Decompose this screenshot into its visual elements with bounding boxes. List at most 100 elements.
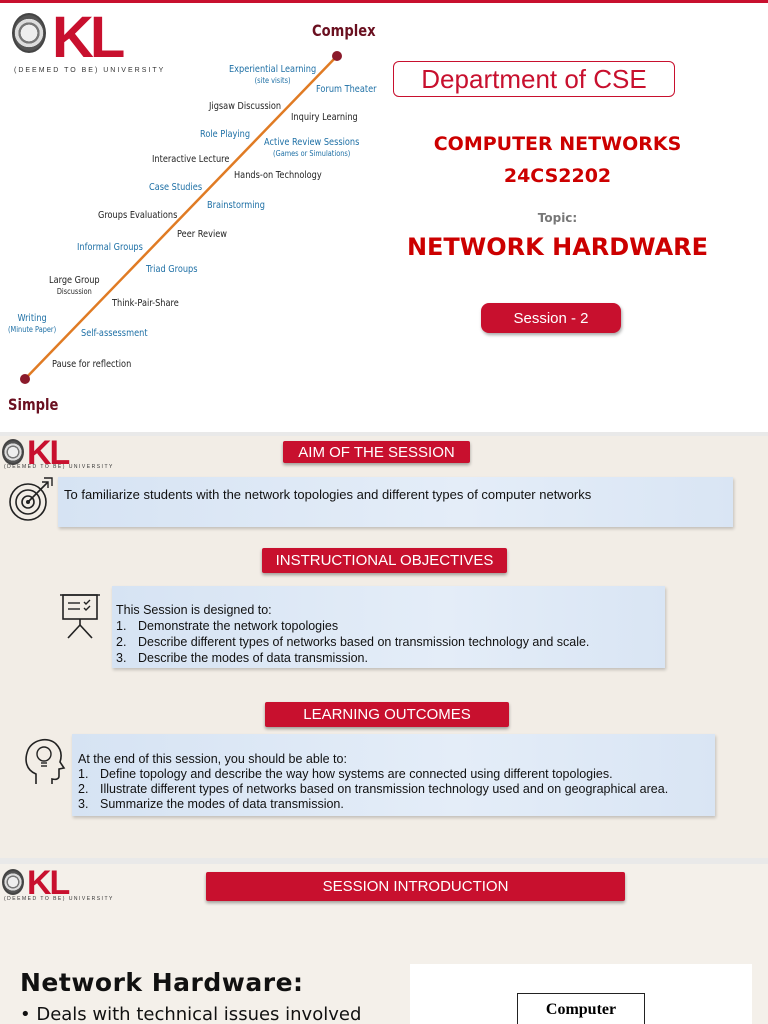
list-item: 2. Describe different types of networks b… xyxy=(116,634,661,650)
ladder-item-label: Inquiry Learning xyxy=(291,112,358,123)
ladder-item: Experiential Learning(site visits) xyxy=(229,64,316,85)
list-item: 1.Demonstrate the network topologies xyxy=(116,618,661,634)
logo-university-text: (DEEMED TO BE) UNIVERSITY xyxy=(14,67,166,74)
aim-banner: AIM OF THE SESSION xyxy=(283,441,470,463)
list-item-number: 1. xyxy=(116,619,127,633)
ladder-item-sublabel: (site visits) xyxy=(254,75,291,85)
ladder-item: Self-assessment xyxy=(81,328,148,340)
department-box: Department of CSE xyxy=(393,61,675,97)
ladder-item-label: Jigsaw Discussion xyxy=(209,101,282,112)
ladder-item: Forum Theater xyxy=(316,84,377,96)
list-item-number: 1. xyxy=(78,767,89,781)
network-hardware-bullet: • Deals with technical issues involved xyxy=(20,1004,362,1024)
ladder-item-sublabel: (Minute Paper) xyxy=(8,324,57,334)
kl-logo-text: KL xyxy=(27,436,70,472)
ladder-item-label: Groups Evaluations xyxy=(98,210,178,221)
ladder-item-label: Peer Review xyxy=(177,229,227,240)
ladder-item: Think-Pair-Share xyxy=(112,298,179,310)
ladder-item: Interactive Lecture xyxy=(152,154,229,166)
list-item-text: Describe the modes of data transmission. xyxy=(138,651,368,665)
aim-text: To familiarize students with the network… xyxy=(64,487,592,502)
session-badge: Session - 2 xyxy=(481,303,621,333)
ladder-item-label: Informal Groups xyxy=(77,242,143,253)
aim-text-box: To familiarize students with the network… xyxy=(58,477,733,527)
list-item-text: Summarize the modes of data transmission… xyxy=(100,797,344,811)
university-seal-icon xyxy=(2,869,24,895)
university-seal-icon xyxy=(2,439,24,465)
list-item-number: 3. xyxy=(78,797,89,811)
list-item-number: 2. xyxy=(78,782,89,796)
list-item-text: Define topology and describe the way how… xyxy=(100,767,613,781)
ladder-item-label: Interactive Lecture xyxy=(152,154,230,165)
course-name: COMPUTER NETWORKS xyxy=(433,133,682,155)
list-item-number: 2. xyxy=(116,635,127,649)
outcomes-banner: LEARNING OUTCOMES xyxy=(265,702,509,727)
list-item-text: Describe different types of networks bas… xyxy=(138,635,590,649)
outcomes-box: At the end of this session, you should b… xyxy=(72,734,715,816)
computer-diagram-box: Computer xyxy=(517,993,645,1024)
ladder-item-sublabel: Discussion xyxy=(56,286,92,296)
ladder-item-label: Pause for reflection xyxy=(52,359,132,370)
ladder-item: Writing(Minute Paper) xyxy=(8,313,56,334)
list-item: 1. Define topology and describe the way h… xyxy=(78,767,709,782)
list-item-text: Illustrate different types of networks b… xyxy=(100,782,669,796)
aim-slide: KL (DEEMED TO BE) UNIVERSITY AIM OF THE … xyxy=(0,436,768,858)
outcomes-intro: At the end of this session, you should b… xyxy=(78,752,347,766)
objectives-banner: INSTRUCTIONAL OBJECTIVES xyxy=(262,548,507,573)
ladder-complex-label: Complex xyxy=(312,21,376,40)
ladder-item-label: Large Group xyxy=(49,275,100,286)
kl-logo: KL (DEEMED TO BE) UNIVERSITY xyxy=(2,436,112,472)
ladder-item-label: Role Playing xyxy=(200,129,251,140)
target-icon xyxy=(9,477,53,521)
ladder-item-label: Brainstorming xyxy=(207,200,265,211)
ladder-item: Triad Groups xyxy=(146,264,198,276)
ladder-item: Case Studies xyxy=(149,182,202,194)
ladder-item: Role Playing xyxy=(200,129,250,141)
ladder-item: Active Review Sessions(Games or Simulati… xyxy=(264,137,359,158)
learning-ladder-diagram xyxy=(20,51,342,384)
logo-university-text: (DEEMED TO BE) UNIVERSITY xyxy=(4,896,114,902)
session-intro-banner: SESSION INTRODUCTION xyxy=(206,872,625,901)
topic-label: Topic: xyxy=(537,211,578,225)
list-item-number: 3. xyxy=(116,651,127,665)
ladder-item-label: Experiential Learning xyxy=(229,64,317,75)
list-item: 3. Describe the modes of data transmissio… xyxy=(116,650,661,666)
ladder-item: Inquiry Learning xyxy=(291,112,358,124)
head-lightbulb-icon xyxy=(25,738,66,784)
topic-title: NETWORK HARDWARE xyxy=(406,233,709,261)
ladder-item: Groups Evaluations xyxy=(98,210,177,222)
list-item: 2. Illustrate different types of networks… xyxy=(78,782,709,797)
outcomes-list: 1. Define topology and describe the way h… xyxy=(78,767,709,812)
ladder-simple-label: Simple xyxy=(8,395,59,414)
ladder-item-label: Think-Pair-Share xyxy=(112,298,179,309)
kl-logo: KL (DEEMED TO BE) UNIVERSITY xyxy=(2,864,112,902)
kl-logo-text: KL xyxy=(52,5,125,70)
ladder-item: Hands-on Technology xyxy=(234,170,322,182)
ladder-start-dot xyxy=(20,374,30,384)
ladder-item-label: Writing xyxy=(17,313,47,324)
logo-university-text: (DEEMED TO BE) UNIVERSITY xyxy=(4,464,114,470)
network-hardware-heading: Network Hardware: xyxy=(20,968,304,997)
list-item: 3. Summarize the modes of data transmissi… xyxy=(78,797,709,812)
ladder-end-dot xyxy=(332,51,342,61)
objectives-box: This Session is designed to: 1.Demonstra… xyxy=(112,586,665,668)
title-slide: KL (DEEMED TO BE) UNIVERSITY Complex Sim… xyxy=(0,0,768,432)
presentation-board-icon xyxy=(60,594,100,639)
ladder-item: Jigsaw Discussion xyxy=(209,101,281,113)
ladder-item: Peer Review xyxy=(177,229,227,241)
kl-logo-text: KL xyxy=(27,864,70,902)
ladder-item: Brainstorming xyxy=(207,200,265,212)
ladder-item: Pause for reflection xyxy=(52,359,131,371)
ladder-item-label: Forum Theater xyxy=(316,84,377,95)
ladder-item-label: Hands-on Technology xyxy=(234,170,322,181)
objectives-intro: This Session is designed to: xyxy=(116,603,272,617)
ladder-line xyxy=(24,55,338,380)
ladder-item-label: Active Review Sessions xyxy=(264,137,360,148)
ladder-item-label: Self-assessment xyxy=(81,328,148,339)
ladder-item: Informal Groups xyxy=(77,242,143,254)
course-code: 24CS2202 xyxy=(503,165,612,187)
kl-logo: KL (DEEMED TO BE) UNIVERSITY xyxy=(12,5,163,74)
ladder-item-label: Case Studies xyxy=(149,182,203,193)
